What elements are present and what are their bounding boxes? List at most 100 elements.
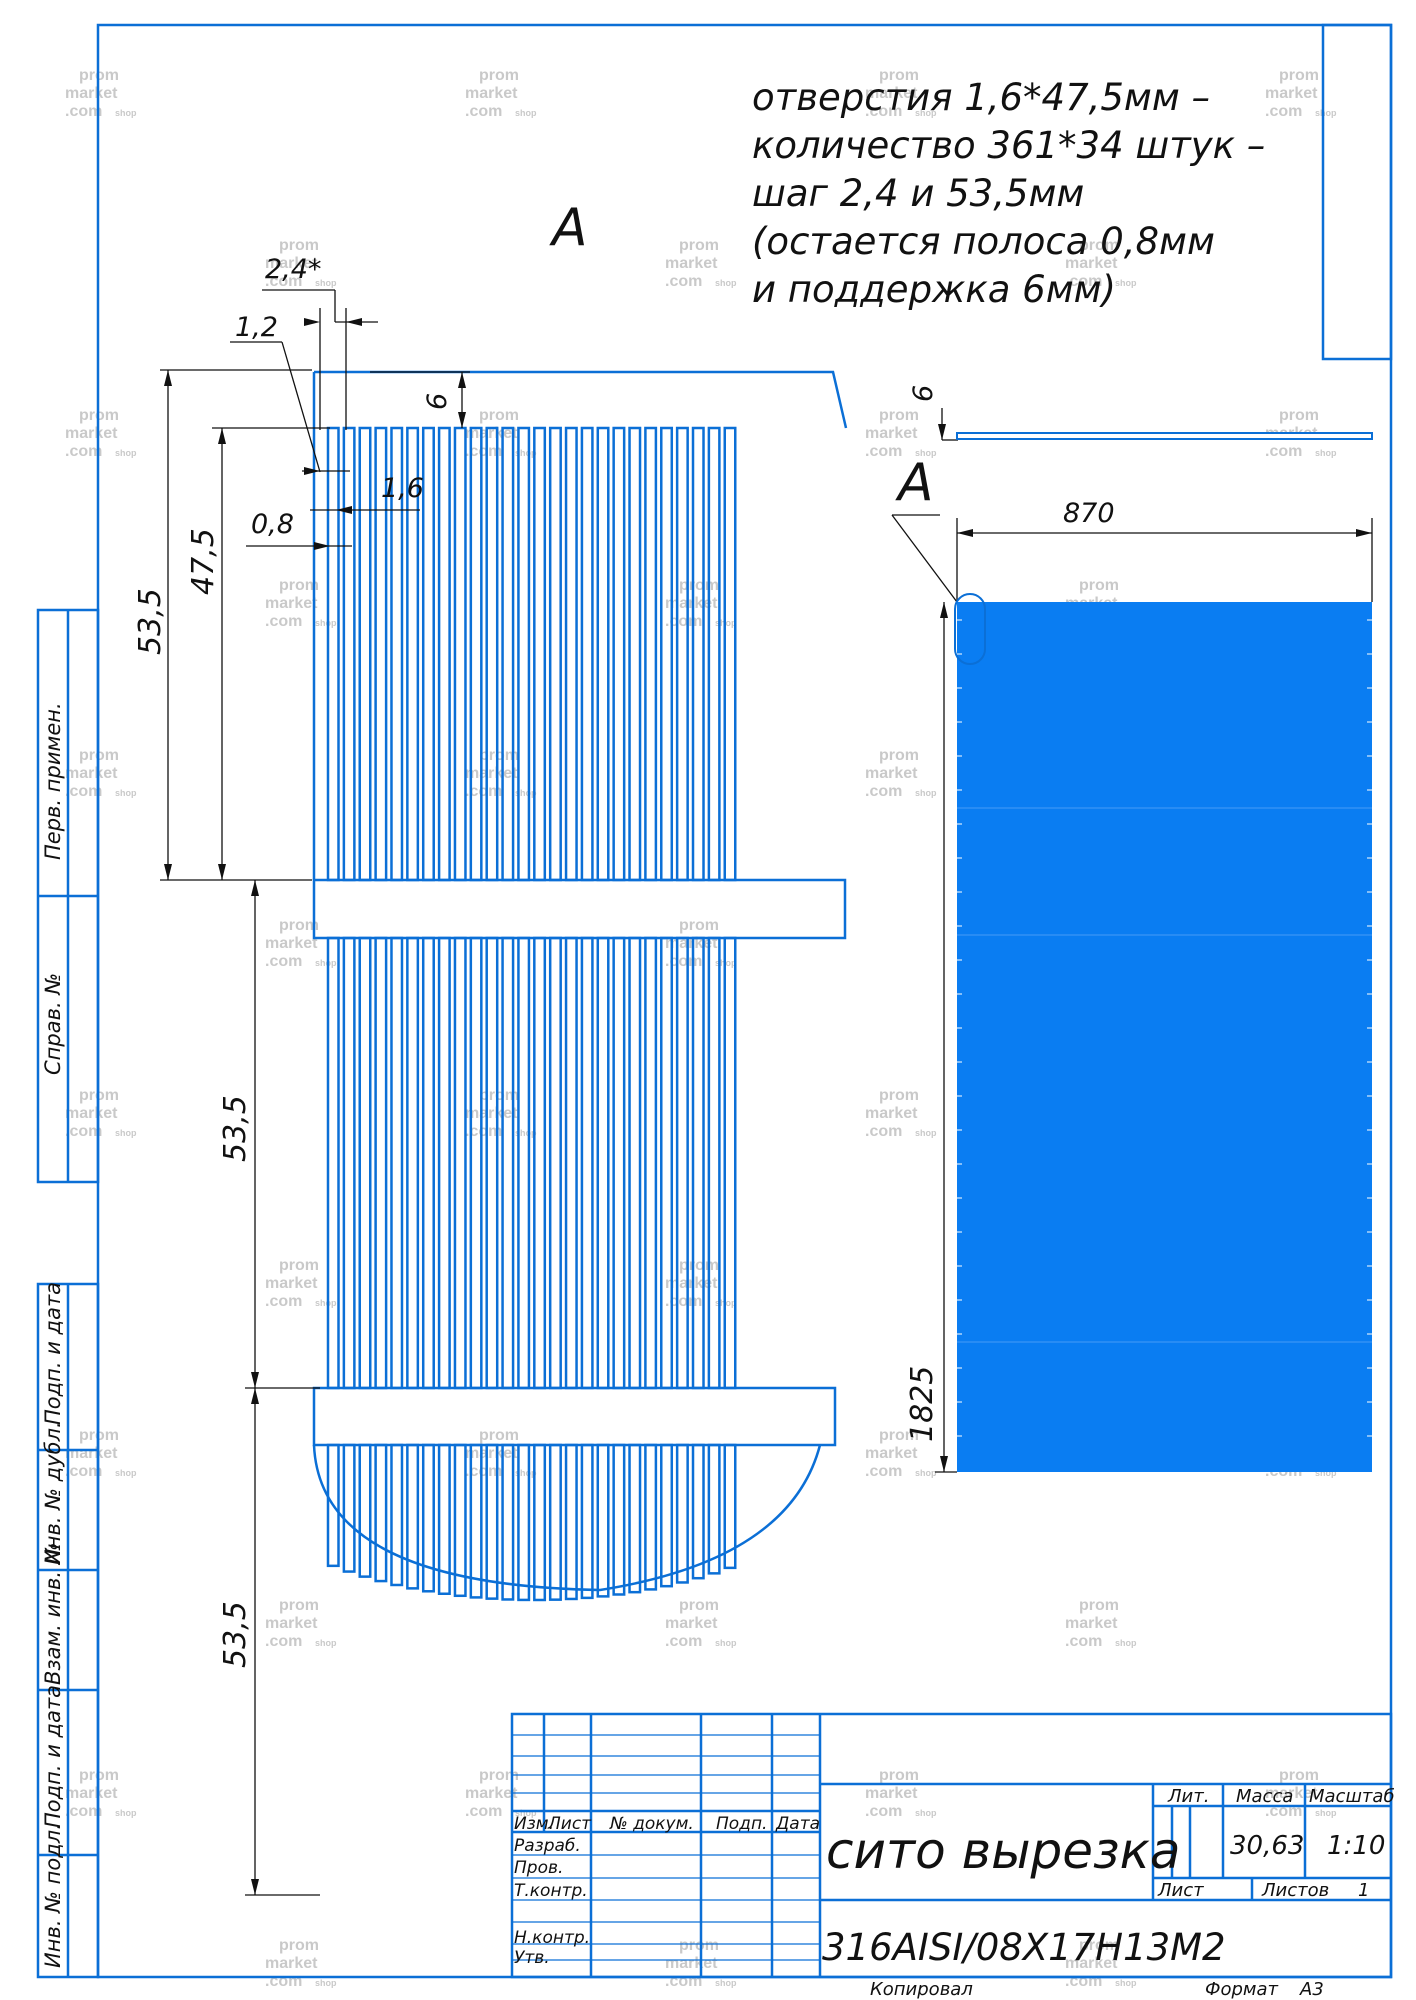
watermark-line-4: shop bbox=[515, 1128, 537, 1138]
watermark-line-1: prom bbox=[1079, 1937, 1119, 1954]
tb-col-dokum: № докум. bbox=[609, 1814, 694, 1834]
dimension-lines bbox=[160, 289, 1373, 1896]
slot-hole bbox=[548, 1443, 562, 1601]
watermark-line-4: shop bbox=[115, 1468, 137, 1478]
sieve-plate bbox=[957, 602, 1372, 1472]
tb-lit: Лит. bbox=[1167, 1786, 1209, 1807]
slot-hole bbox=[485, 426, 499, 882]
watermark-line-3: .com bbox=[265, 1293, 302, 1310]
watermark-line-3: .com bbox=[665, 1633, 702, 1650]
watermark-line-3: .com bbox=[465, 1463, 502, 1480]
watermark-line-3: .com bbox=[1265, 443, 1302, 460]
tb-listov-value: 1 bbox=[1358, 1880, 1369, 1901]
slot-hole bbox=[421, 426, 435, 882]
slot-hole bbox=[707, 1443, 721, 1575]
slot-hole bbox=[660, 1443, 674, 1588]
slot-hole bbox=[485, 936, 499, 1390]
slot-hole bbox=[517, 426, 531, 882]
watermark-line-1: prom bbox=[679, 577, 719, 594]
slot-hole bbox=[580, 936, 594, 1390]
watermark-line-4: shop bbox=[715, 1978, 737, 1988]
side-stamp-texts: Перв. примен. Справ. № Подп. и дата Инв.… bbox=[41, 702, 65, 1968]
watermark-line-4: shop bbox=[115, 788, 137, 798]
slot-hole bbox=[612, 936, 626, 1390]
watermark-line-3: .com bbox=[1065, 1633, 1102, 1650]
tb-kopiroval: Копировал bbox=[870, 1979, 973, 2000]
dim-1-6: 1,6 bbox=[381, 473, 424, 504]
watermark-line-1: prom bbox=[879, 407, 919, 424]
dim-47-5: 47,5 bbox=[186, 528, 221, 595]
watermark-line-4: shop bbox=[1315, 108, 1337, 118]
dim-6-top: 6 bbox=[422, 393, 453, 410]
watermark-line-3: .com bbox=[65, 1463, 102, 1480]
slot-hole bbox=[548, 936, 562, 1390]
watermark-line-3: .com bbox=[665, 273, 702, 290]
slot-hole bbox=[691, 426, 705, 882]
slot-hole bbox=[628, 936, 642, 1390]
watermark-line-3: .com bbox=[865, 1463, 902, 1480]
slot-hole bbox=[374, 936, 388, 1390]
watermark-line-2: market bbox=[65, 1105, 118, 1122]
tb-drawing-name: сито вырезка bbox=[826, 1822, 1180, 1880]
watermark-line-2: market bbox=[65, 425, 118, 442]
watermark-line-2: market bbox=[1065, 1955, 1118, 1972]
slot-hole bbox=[628, 1443, 642, 1594]
watermark-line-4: shop bbox=[115, 108, 137, 118]
tb-list: Лист bbox=[1157, 1880, 1204, 1901]
watermark-line-4: shop bbox=[515, 788, 537, 798]
slot-hole bbox=[326, 426, 340, 882]
side-profile-strip bbox=[956, 432, 1373, 440]
watermark-line-2: market bbox=[865, 85, 918, 102]
watermark-line-2: market bbox=[665, 1955, 718, 1972]
detail-round-edge bbox=[312, 1444, 822, 1592]
slot-hole bbox=[469, 936, 483, 1390]
watermark-line-4: shop bbox=[715, 1638, 737, 1648]
tb-col-list: Лист bbox=[547, 1814, 592, 1834]
watermark-line-2: market bbox=[65, 1785, 118, 1802]
stamp-podp-data-2: Подп. и дата bbox=[41, 1685, 65, 1828]
tb-razrab: Разраб. bbox=[514, 1836, 581, 1856]
watermark-line-1: prom bbox=[679, 1597, 719, 1614]
tb-format-value: А3 bbox=[1299, 1979, 1324, 2000]
watermark-line-2: market bbox=[265, 1275, 318, 1292]
watermark-line-3: .com bbox=[65, 1123, 102, 1140]
slot-hole bbox=[437, 936, 451, 1390]
dim-1-2: 1,2 bbox=[235, 312, 278, 343]
view-label-main: А bbox=[895, 453, 934, 513]
watermark-line-2: market bbox=[65, 85, 118, 102]
watermark-line-1: prom bbox=[479, 1767, 519, 1784]
watermark-line-2: market bbox=[465, 1785, 518, 1802]
dim-6-side: 6 bbox=[908, 385, 939, 402]
slot-hole bbox=[437, 426, 451, 882]
watermark-line-4: shop bbox=[915, 788, 937, 798]
watermark-line-1: prom bbox=[279, 1937, 319, 1954]
watermark-line-3: .com bbox=[865, 103, 902, 120]
note-line-3: шаг 2,4 и 53,5мм bbox=[752, 172, 1084, 215]
slot-hole bbox=[660, 426, 674, 882]
stamp-inv-podl: Инв. № подл. bbox=[41, 1823, 65, 1968]
note-line-2: количество 361*34 штук – bbox=[752, 124, 1265, 167]
slot-hole bbox=[580, 426, 594, 882]
watermark-line-1: prom bbox=[879, 1427, 919, 1444]
watermark-line-3: .com bbox=[465, 783, 502, 800]
slot-hole bbox=[390, 1443, 404, 1587]
dimension-arrows bbox=[164, 318, 1372, 1895]
watermark-line-4: shop bbox=[315, 1978, 337, 1988]
watermark-line-4: shop bbox=[515, 1468, 537, 1478]
watermark-line-4: shop bbox=[115, 1128, 137, 1138]
watermark-line-1: prom bbox=[279, 237, 319, 254]
watermark-line-4: shop bbox=[315, 618, 337, 628]
watermark-line-2: market bbox=[1065, 1615, 1118, 1632]
watermark-line-1: prom bbox=[1279, 67, 1319, 84]
